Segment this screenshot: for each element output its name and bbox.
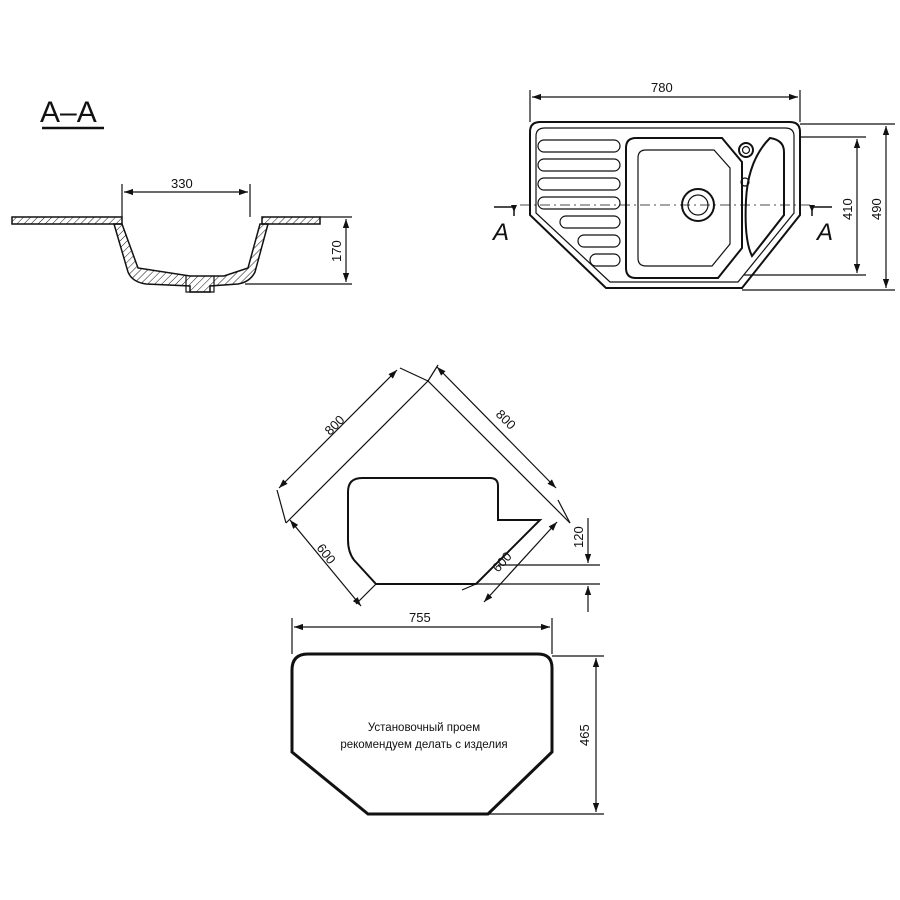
cutout-note-line1: Установочный проем — [368, 722, 480, 734]
section-width-label: 330 — [171, 176, 193, 191]
corner-layout-view: 800 800 600 600 120 — [276, 364, 600, 612]
section-drain — [185, 276, 215, 293]
sink-inner-outline — [535, 127, 795, 283]
corner-offset-right-label: 600 — [489, 549, 515, 575]
section-rim-right — [261, 216, 321, 225]
drainboard-grooves — [537, 139, 621, 267]
corner-side-left-dimension — [278, 369, 398, 489]
top-view: A A 780 410 490 — [491, 80, 895, 291]
main-bowl-outer — [625, 137, 743, 279]
section-depth-label: 170 — [329, 240, 344, 262]
section-bowl-wall — [113, 223, 269, 293]
cutout-view: Установочный проем рекомендуем делать с … — [290, 610, 604, 816]
corner-offset-right-dimension — [483, 521, 558, 603]
section-view: A–A 330 170 — [11, 96, 352, 293]
corner-side-left-label: 800 — [322, 412, 348, 438]
inner-width-label: 410 — [840, 198, 855, 220]
corner-offset-left-dimension — [289, 519, 362, 607]
cutout-note-line2: рекомендуем делать с изделия — [340, 739, 507, 751]
main-bowl-inner — [637, 149, 731, 267]
corner-gap-label: 120 — [571, 526, 586, 548]
cut-marker-right — [811, 206, 832, 216]
small-drain — [740, 177, 750, 187]
cut-marker-left — [494, 206, 515, 216]
cutout-height-label: 465 — [577, 724, 592, 746]
corner-walls — [285, 380, 571, 524]
outer-width-label: 490 — [869, 198, 884, 220]
section-rim-left — [11, 216, 123, 225]
length-label: 780 — [651, 80, 673, 95]
cutout-width-label: 755 — [409, 610, 431, 625]
cut-label-right: A — [815, 219, 833, 246]
tap-hole — [738, 142, 754, 158]
corner-sink-shape — [347, 477, 543, 585]
cut-label-left: A — [491, 219, 509, 246]
sink-outline — [529, 121, 801, 289]
corner-offset-left-label: 600 — [314, 541, 339, 567]
small-bowl — [744, 136, 785, 258]
cutout-shape — [290, 652, 554, 816]
corner-side-right-dimension — [436, 366, 557, 489]
section-title: A–A — [40, 96, 97, 129]
